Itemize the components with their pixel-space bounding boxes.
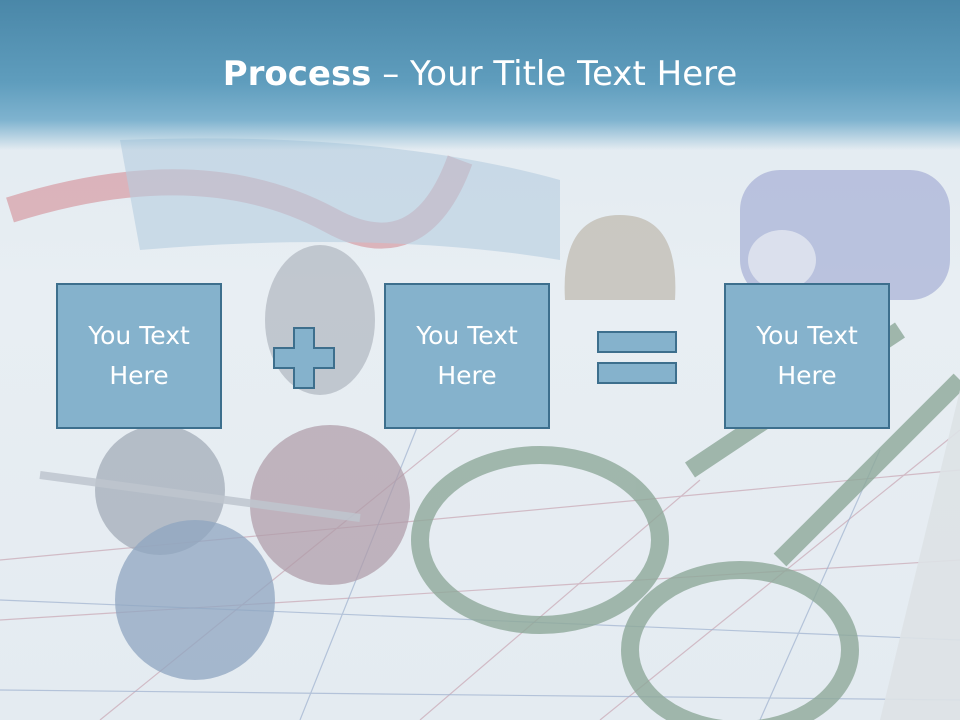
title-rest: – Your Title Text Here xyxy=(371,54,738,94)
title-band xyxy=(0,0,960,150)
process-box-3-text: You Text Here xyxy=(756,321,858,390)
plus-icon xyxy=(273,327,335,389)
process-box-2[interactable]: You Text Here xyxy=(384,283,550,429)
process-box-3[interactable]: You Text Here xyxy=(724,283,890,429)
title-bold: Process xyxy=(222,54,372,94)
process-box-1[interactable]: You Text Here xyxy=(56,283,222,429)
slide-title[interactable]: Process – Your Title Text Here xyxy=(0,52,960,96)
process-box-2-text: You Text Here xyxy=(416,321,518,390)
process-box-1-text: You Text Here xyxy=(88,321,190,390)
equals-icon xyxy=(597,331,677,384)
